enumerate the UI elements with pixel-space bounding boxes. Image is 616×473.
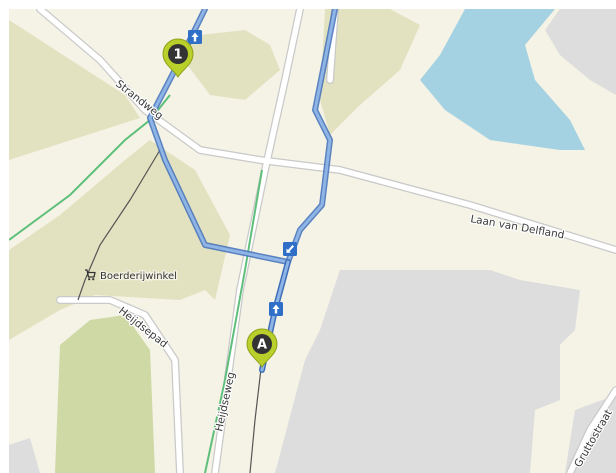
rail-line — [9, 94, 171, 241]
poi-label: Boerderijwinkel — [100, 271, 177, 282]
water-area — [420, 9, 585, 150]
road-gruttostraat — [567, 387, 616, 473]
map-view[interactable]: Strandweg Laan van Delfland Heijdsepad H… — [9, 9, 616, 473]
park-area — [180, 30, 280, 100]
park-area — [9, 140, 230, 340]
waypoint-marker-a[interactable]: A — [246, 328, 278, 368]
road-heijdsepad — [57, 297, 183, 473]
waypoint-marker-1[interactable]: 1 — [162, 38, 194, 78]
poi-boerderijwinkel[interactable]: Boerderijwinkel — [85, 269, 178, 283]
park-area — [9, 20, 140, 160]
building — [545, 9, 616, 95]
field-area — [55, 315, 155, 473]
building — [9, 438, 40, 473]
park-area — [320, 9, 420, 135]
shopping-cart-icon — [85, 269, 96, 281]
footpath — [249, 359, 263, 473]
road-strandweg — [37, 9, 616, 253]
building — [275, 270, 580, 473]
marker-label: 1 — [173, 48, 182, 63]
maneuver-arrow-up-icon[interactable] — [188, 30, 202, 44]
maneuver-arrow-up-icon[interactable] — [269, 302, 283, 316]
road-heijdseweg — [212, 9, 303, 473]
maneuver-arrow-down-left-icon[interactable] — [283, 242, 297, 256]
footpath — [77, 149, 161, 301]
rail-line — [204, 169, 263, 473]
marker-label: A — [257, 338, 267, 353]
map-canvas[interactable]: Strandweg Laan van Delfland Heijdsepad H… — [9, 9, 616, 473]
